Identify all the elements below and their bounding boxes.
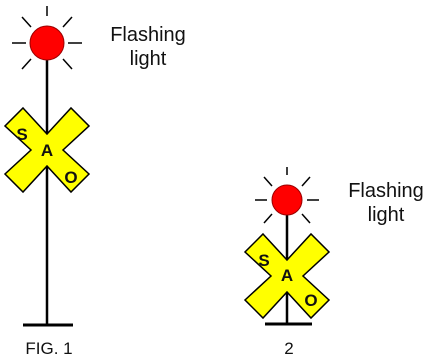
fig1-light-label-line1: Flashing: [110, 24, 186, 46]
fig1-cross-letter-o: O: [64, 168, 77, 187]
fig1-flashing-light: [29, 25, 65, 61]
figure-2: Flashing light S A O 2: [243, 167, 424, 358]
fig1-light-label-line2: light: [130, 48, 167, 70]
fig2-cross-letter-a: A: [281, 266, 293, 285]
fig2-light-rays: [255, 167, 319, 224]
fig2-light-label-line1: Flashing: [348, 180, 424, 202]
fig1-cross-letter-s: S: [16, 125, 27, 144]
fig2-light-label-line2: light: [368, 204, 405, 226]
fig1-crossbuck-sign: S A O: [3, 106, 91, 194]
fig1-caption: FIG. 1: [25, 339, 72, 358]
fig1-cross-letter-a: A: [41, 141, 53, 160]
fig2-cross-letter-s: S: [258, 251, 269, 270]
fig2-crossbuck-sign: S A O: [243, 232, 331, 320]
fig2-flashing-light: [271, 184, 303, 216]
fig1-light-rays: [12, 6, 82, 70]
fig2-crossbuck-shape: [243, 232, 331, 320]
fig2-caption: 2: [284, 339, 293, 358]
figure-1: Flashing light S A O FIG. 1: [3, 6, 186, 358]
fig2-cross-letter-o: O: [304, 291, 317, 310]
fig1-crossbuck-shape: [3, 106, 91, 194]
